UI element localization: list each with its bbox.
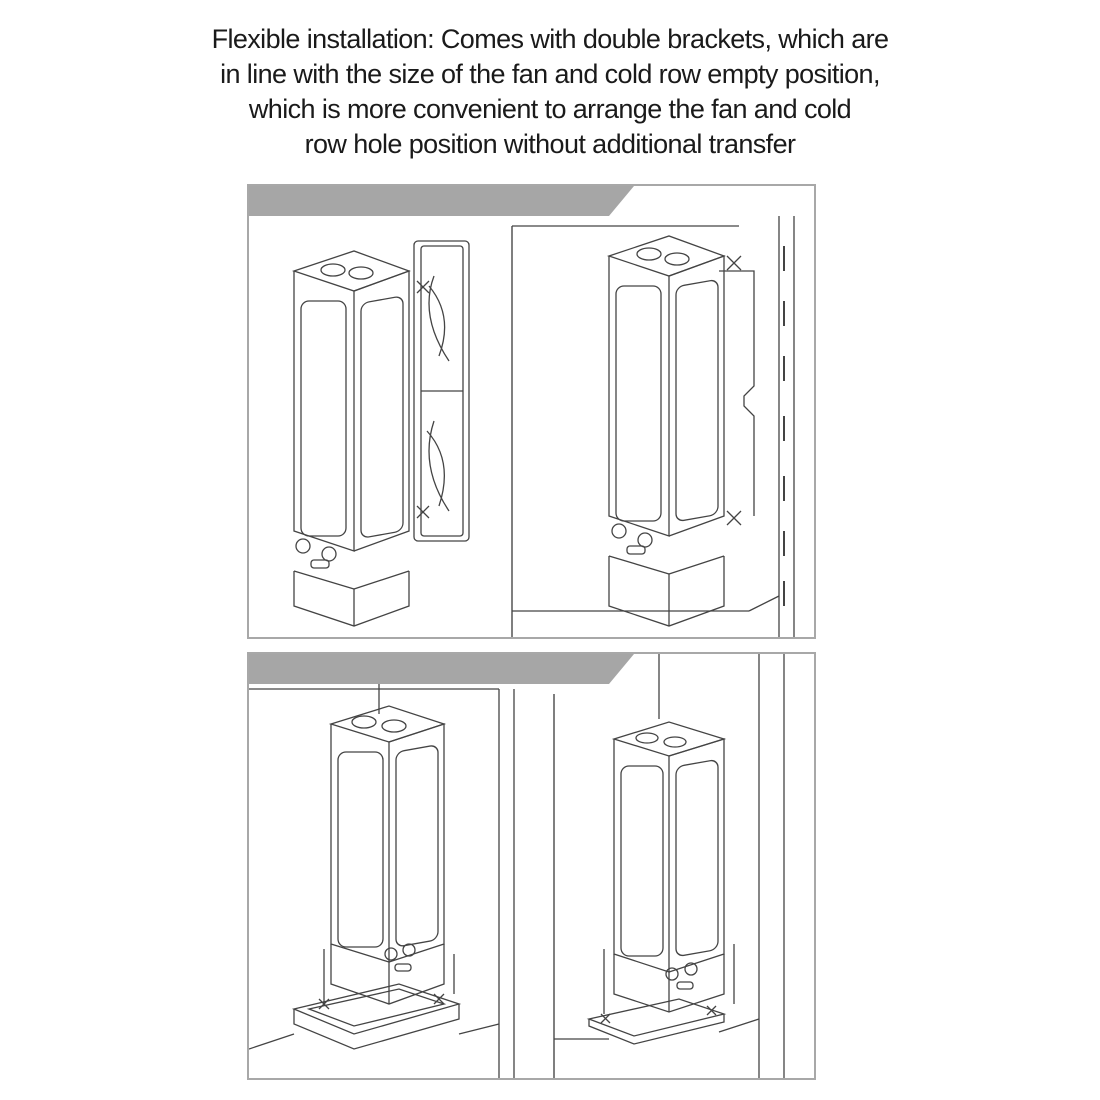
bottom-banner <box>249 654 634 684</box>
caption-line: Flexible installation: Comes with double… <box>211 24 889 54</box>
caption-line: which is more convenient to arrange the … <box>248 94 852 124</box>
bottom-panel-drawing <box>249 654 785 1078</box>
caption-line: in line with the size of the fan and col… <box>220 59 880 89</box>
top-banner <box>249 186 634 216</box>
top-panel-drawing <box>249 186 795 637</box>
bottom-installation-panel <box>247 652 816 1080</box>
reservoir-bracket-icon <box>554 654 785 1078</box>
reservoir-fan-bottom-icon <box>249 684 515 1078</box>
reservoir-chassis-icon <box>512 216 795 637</box>
caption-text: Flexible installation: Comes with double… <box>0 22 1100 162</box>
top-installation-panel <box>247 184 816 639</box>
caption-line: row hole position without additional tra… <box>304 129 796 159</box>
reservoir-fan-icon <box>291 240 470 627</box>
